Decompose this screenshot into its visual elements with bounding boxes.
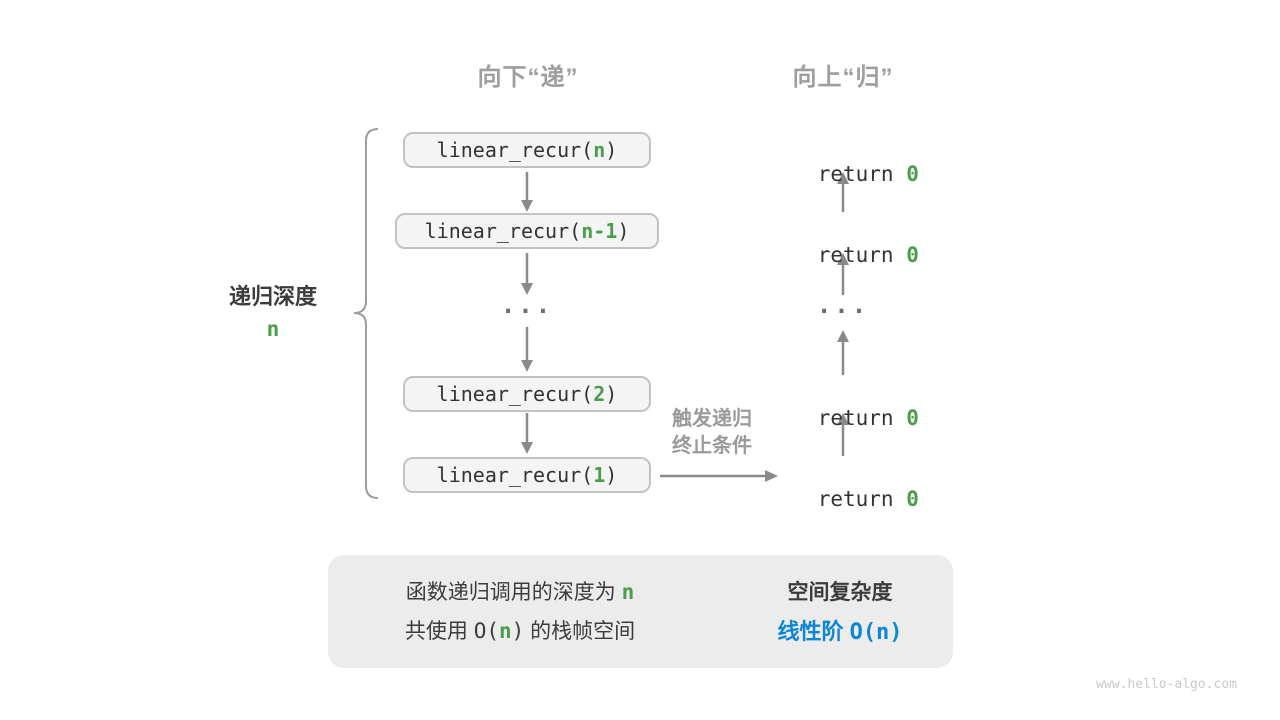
call-box-n: linear_recur(n) <box>403 132 651 168</box>
summary-left-text: 函数递归调用的深度为 n 共使用 O(n) 的栈帧空间 <box>405 573 635 651</box>
space-complexity-result: 线性阶 O(n) <box>777 612 902 652</box>
space-complexity-title: 空间复杂度 <box>787 581 893 604</box>
return-value: 0 <box>906 406 919 430</box>
summary-right-text: 空间复杂度 线性阶 O(n) <box>777 573 902 652</box>
summary-big-o: ) <box>511 619 525 643</box>
call-box-text: ) <box>605 463 618 487</box>
header-ascend: 向上“归” <box>792 64 894 91</box>
summary-depth-line: 函数递归调用的深度为 n <box>405 573 635 612</box>
termination-annotation: 触发递归 终止条件 <box>672 406 752 460</box>
stack-ellipsis-left: ... <box>500 291 554 319</box>
summary-text: 共使用 <box>404 620 474 643</box>
arrow-down-icon <box>521 413 533 454</box>
return-text: return <box>817 487 907 511</box>
call-box-text: linear_recur( <box>424 219 582 243</box>
call-box-text: linear_recur( <box>436 463 594 487</box>
call-box-1: linear_recur(1) <box>403 457 651 493</box>
depth-value: n <box>266 317 280 341</box>
return-text: return <box>817 406 907 430</box>
summary-text: 的栈帧空间 <box>524 620 636 643</box>
summary-n: n <box>621 580 635 604</box>
summary-panel <box>328 555 953 668</box>
arrow-right-icon <box>660 470 778 482</box>
depth-label: 递归深度 <box>228 284 318 309</box>
summary-space-line: 共使用 O(n) 的栈帧空间 <box>405 612 635 651</box>
arrow-down-icon <box>521 253 533 295</box>
return-value: 0 <box>906 487 919 511</box>
call-box-arg: 2 <box>593 382 606 406</box>
return-ellipsis: ... <box>816 291 870 319</box>
call-box-arg: n-1 <box>581 219 618 243</box>
summary-text: 函数递归调用的深度为 <box>405 581 622 604</box>
summary-n: n <box>498 619 512 643</box>
return-statement: return 0 <box>767 463 919 535</box>
complexity-notation: O(n) <box>849 620 903 645</box>
summary-big-o: O( <box>473 619 499 643</box>
return-value: 0 <box>906 243 919 267</box>
call-box-2: linear_recur(2) <box>403 376 651 412</box>
call-box-n-1: linear_recur(n-1) <box>395 213 659 249</box>
call-box-text: linear_recur( <box>436 382 594 406</box>
return-statement: return 0 <box>767 382 919 454</box>
return-value: 0 <box>906 162 919 186</box>
arrow-down-icon <box>521 327 533 372</box>
return-text: return <box>817 243 907 267</box>
call-box-arg: n <box>593 138 606 162</box>
termination-annotation-line2: 终止条件 <box>672 435 752 457</box>
call-box-text: ) <box>605 138 618 162</box>
return-text: return <box>817 162 907 186</box>
call-box-arg: 1 <box>593 463 606 487</box>
complexity-class-label: 线性阶 <box>777 619 850 644</box>
call-box-text: ) <box>617 219 630 243</box>
return-statement: return 0 <box>767 138 919 210</box>
return-statement: return 0 <box>767 219 919 291</box>
termination-annotation-line1: 触发递归 <box>672 408 752 430</box>
call-box-text: ) <box>605 382 618 406</box>
watermark: www.hello-algo.com <box>1096 677 1237 692</box>
call-box-text: linear_recur( <box>436 138 594 162</box>
arrow-up-icon <box>837 330 849 375</box>
depth-brace <box>353 128 379 499</box>
arrow-down-icon <box>521 172 533 212</box>
header-descend: 向下“递” <box>477 64 579 91</box>
